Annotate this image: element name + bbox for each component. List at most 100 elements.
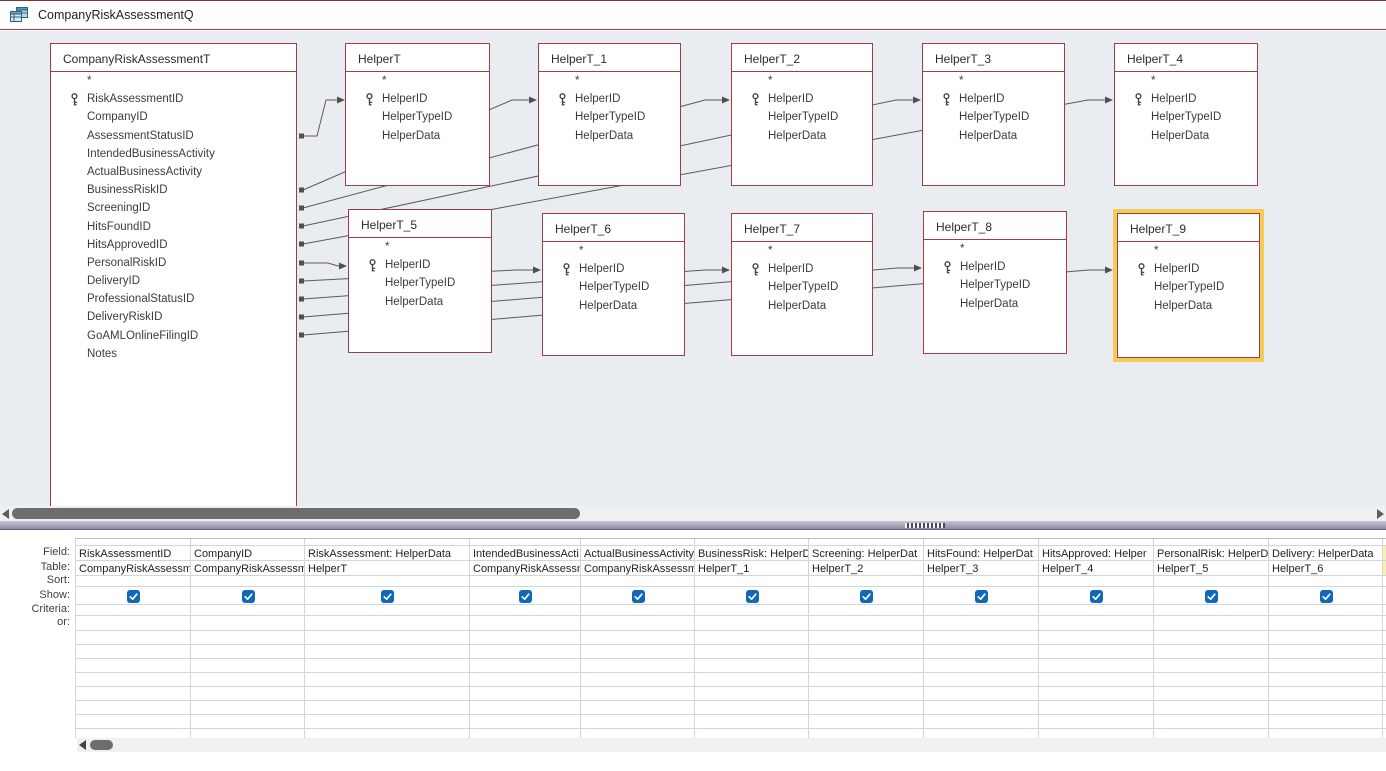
grid-cell-sort[interactable] bbox=[809, 576, 923, 587]
grid-cell-empty-row[interactable] bbox=[470, 645, 580, 659]
grid-cell-criteria[interactable] bbox=[695, 605, 808, 616]
show-checkbox[interactable] bbox=[631, 590, 645, 603]
grid-cell-empty-row[interactable] bbox=[191, 645, 304, 659]
grid-scrollbar-thumb[interactable] bbox=[90, 740, 113, 750]
table-field-HelperTypeID[interactable]: HelperTypeID bbox=[924, 276, 1066, 294]
grid-cell-field[interactable]: IntendedBusinessActi bbox=[470, 546, 580, 561]
table-field-asterisk[interactable]: * bbox=[539, 72, 680, 90]
grid-cell-sort[interactable] bbox=[695, 576, 808, 587]
table-field-RiskAssessmentID[interactable]: RiskAssessmentID bbox=[51, 90, 296, 108]
grid-cell-field[interactable] bbox=[1383, 546, 1386, 561]
grid-cell-empty-row[interactable] bbox=[695, 659, 808, 673]
grid-cell-field[interactable]: HitsApproved: Helper bbox=[1039, 546, 1153, 561]
grid-cell-table[interactable]: CompanyRiskAssessm bbox=[581, 561, 694, 576]
table-field-HelperData[interactable]: HelperData bbox=[1115, 127, 1257, 145]
grid-cell-sort[interactable] bbox=[191, 576, 304, 587]
show-checkbox[interactable] bbox=[860, 590, 873, 603]
grid-cell-show[interactable] bbox=[191, 587, 304, 605]
table-field-Notes[interactable]: Notes bbox=[51, 345, 296, 363]
table-field-HelperID[interactable]: HelperID bbox=[349, 256, 491, 274]
table-field-ActualBusinessActivity[interactable]: ActualBusinessActivity bbox=[51, 163, 296, 181]
column-selector[interactable] bbox=[1039, 539, 1153, 546]
table-field-HitsFoundID[interactable]: HitsFoundID bbox=[51, 218, 296, 236]
show-checkbox[interactable] bbox=[519, 590, 532, 603]
grid-cell-empty-row[interactable] bbox=[76, 687, 190, 701]
table-field-HelperData[interactable]: HelperData bbox=[346, 127, 489, 145]
diagram-scrollbar-thumb[interactable] bbox=[12, 508, 580, 519]
table-title[interactable]: HelperT bbox=[346, 44, 489, 72]
table-field-HelperTypeID[interactable]: HelperTypeID bbox=[346, 108, 489, 126]
grid-cell-empty-row[interactable] bbox=[305, 729, 469, 738]
table-field-GoAMLOnlineFilingID[interactable]: GoAMLOnlineFilingID bbox=[51, 327, 296, 345]
join-line[interactable] bbox=[302, 267, 921, 318]
grid-cell-field[interactable]: CompanyID bbox=[191, 546, 304, 561]
column-selector[interactable] bbox=[1269, 539, 1382, 546]
grid-cell-empty-row[interactable] bbox=[695, 645, 808, 659]
grid-cell-empty-row[interactable] bbox=[1383, 645, 1386, 659]
show-checkbox[interactable] bbox=[381, 590, 394, 603]
grid-cell-show[interactable] bbox=[305, 587, 469, 605]
column-selector[interactable] bbox=[305, 539, 469, 546]
grid-cell-empty-row[interactable] bbox=[581, 715, 694, 729]
grid-cell-empty-row[interactable] bbox=[924, 673, 1038, 687]
grid-cell-field[interactable]: HitsFound: HelperDat bbox=[924, 546, 1038, 561]
grid-cell-empty-row[interactable] bbox=[305, 715, 469, 729]
grid-cell-empty-row[interactable] bbox=[1269, 687, 1382, 701]
grid-cell-criteria[interactable] bbox=[1383, 605, 1386, 616]
join-line[interactable] bbox=[302, 99, 1112, 245]
grid-cell-criteria[interactable] bbox=[581, 605, 694, 616]
grid-cell-empty-row[interactable] bbox=[581, 687, 694, 701]
show-checkbox[interactable] bbox=[975, 590, 988, 603]
table-title[interactable]: HelperT_2 bbox=[732, 44, 872, 72]
grid-cell-field[interactable]: ActualBusinessActivity bbox=[581, 546, 694, 561]
grid-cell-empty-row[interactable] bbox=[581, 673, 694, 687]
table-title[interactable]: HelperT_5 bbox=[349, 210, 491, 238]
table-field-ProfessionalStatusID[interactable]: ProfessionalStatusID bbox=[51, 290, 296, 308]
grid-cell-criteria[interactable] bbox=[924, 605, 1038, 616]
grid-cell-empty-row[interactable] bbox=[1383, 715, 1386, 729]
grid-cell-empty-row[interactable] bbox=[305, 645, 469, 659]
grid-cell-criteria[interactable] bbox=[305, 605, 469, 616]
grid-cell-empty-row[interactable] bbox=[1154, 631, 1268, 645]
table-field-HelperID[interactable]: HelperID bbox=[1115, 90, 1257, 108]
table-field-asterisk[interactable]: * bbox=[346, 72, 489, 90]
grid-cell-empty-row[interactable] bbox=[695, 687, 808, 701]
grid-cell-or[interactable] bbox=[470, 616, 580, 631]
table-field-HelperTypeID[interactable]: HelperTypeID bbox=[539, 108, 680, 126]
grid-cell-empty-row[interactable] bbox=[809, 701, 923, 715]
grid-cell-table[interactable]: CompanyRiskAssessm bbox=[191, 561, 304, 576]
table-field-HelperID[interactable]: HelperID bbox=[923, 90, 1064, 108]
table-field-HelperID[interactable]: HelperID bbox=[346, 90, 489, 108]
column-selector[interactable] bbox=[1154, 539, 1268, 546]
grid-cell-empty-row[interactable] bbox=[470, 729, 580, 738]
show-checkbox[interactable] bbox=[1090, 590, 1103, 603]
grid-cell-empty-row[interactable] bbox=[695, 673, 808, 687]
grid-cell-empty-row[interactable] bbox=[1039, 715, 1153, 729]
table-field-IntendedBusinessActivity[interactable]: IntendedBusinessActivity bbox=[51, 145, 296, 163]
table-field-DeliveryRiskID[interactable]: DeliveryRiskID bbox=[51, 308, 296, 326]
join-line[interactable] bbox=[303, 99, 344, 137]
grid-cell-empty-row[interactable] bbox=[924, 645, 1038, 659]
grid-cell-table[interactable]: CompanyRiskAssessm bbox=[470, 561, 580, 576]
grid-cell-empty-row[interactable] bbox=[1269, 673, 1382, 687]
table-field-HelperID[interactable]: HelperID bbox=[539, 90, 680, 108]
table-field-HelperData[interactable]: HelperData bbox=[349, 293, 491, 311]
scroll-right-arrow-icon[interactable] bbox=[1377, 509, 1384, 519]
column-selector[interactable] bbox=[809, 539, 923, 546]
table-field-HelperData[interactable]: HelperData bbox=[732, 297, 872, 315]
table-title[interactable]: HelperT_1 bbox=[539, 44, 680, 72]
grid-cell-criteria[interactable] bbox=[1269, 605, 1382, 616]
grid-cell-criteria[interactable] bbox=[470, 605, 580, 616]
grid-cell-empty-row[interactable] bbox=[76, 729, 190, 738]
grid-cell-show[interactable] bbox=[1383, 587, 1386, 605]
grid-cell-empty-row[interactable] bbox=[1154, 729, 1268, 738]
grid-cell-or[interactable] bbox=[809, 616, 923, 631]
grid-cell-empty-row[interactable] bbox=[191, 715, 304, 729]
grid-cell-or[interactable] bbox=[1154, 616, 1268, 631]
table-field-asterisk[interactable]: * bbox=[924, 240, 1066, 258]
table-field-HelperID[interactable]: HelperID bbox=[732, 90, 872, 108]
grid-cell-show[interactable] bbox=[470, 587, 580, 605]
table-field-HelperTypeID[interactable]: HelperTypeID bbox=[1118, 278, 1259, 296]
